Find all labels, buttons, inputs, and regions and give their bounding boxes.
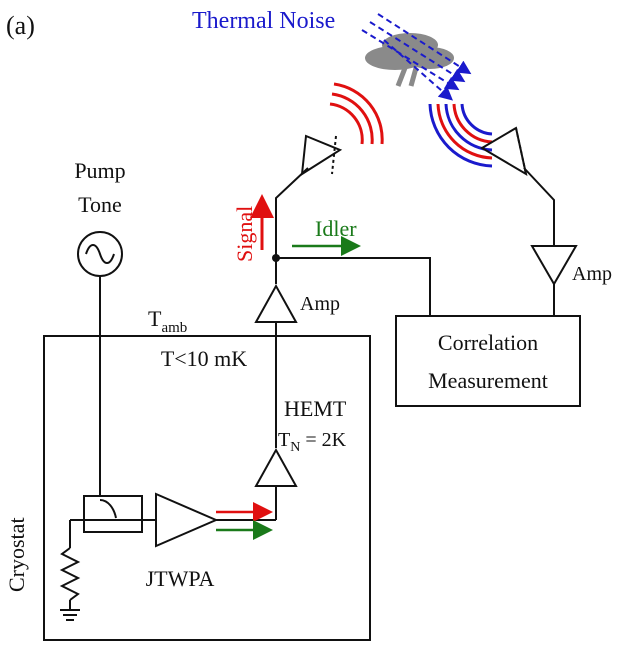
ambient-temperature: Tamb <box>148 306 187 336</box>
hemt-label: HEMT <box>284 396 347 421</box>
amp-label: Amp <box>300 293 340 315</box>
resistor-ground-icon <box>59 520 81 621</box>
idler-label: Idler <box>315 216 357 241</box>
noise-arcs <box>428 103 493 168</box>
cryostat-label: Cryostat <box>4 517 29 592</box>
right-amp-icon <box>530 245 578 316</box>
room-amp-icon <box>254 258 298 323</box>
hemt-noise-temp: TN = 2K <box>278 429 347 455</box>
panel-label: (a) <box>6 11 35 40</box>
transmit-antenna-icon <box>275 134 343 258</box>
ac-source-icon <box>77 231 123 510</box>
hemt-amp-icon <box>254 322 298 520</box>
thermal-noise-arrows <box>361 13 472 101</box>
cryostat-box <box>43 335 371 641</box>
cryostat-temperature: T<10 mK <box>161 346 247 371</box>
jtwpa-amp-icon <box>142 492 276 548</box>
correlation-line1: Correlation <box>438 330 538 355</box>
signal-label: Signal <box>232 206 257 262</box>
correlation-line2: Measurement <box>428 368 548 393</box>
idler-wire <box>276 257 431 316</box>
jtwpa-label: JTWPA <box>146 566 215 591</box>
amp-label-right: Amp <box>572 263 612 285</box>
directional-coupler-icon <box>70 495 143 533</box>
signal-arcs <box>329 82 384 145</box>
correlation-box <box>395 315 581 407</box>
pump-label-line1: Pump <box>74 158 125 183</box>
thermal-noise-label: Thermal Noise <box>192 8 335 34</box>
pump-label-line2: Tone <box>78 192 122 217</box>
receive-antenna-icon <box>480 126 555 246</box>
